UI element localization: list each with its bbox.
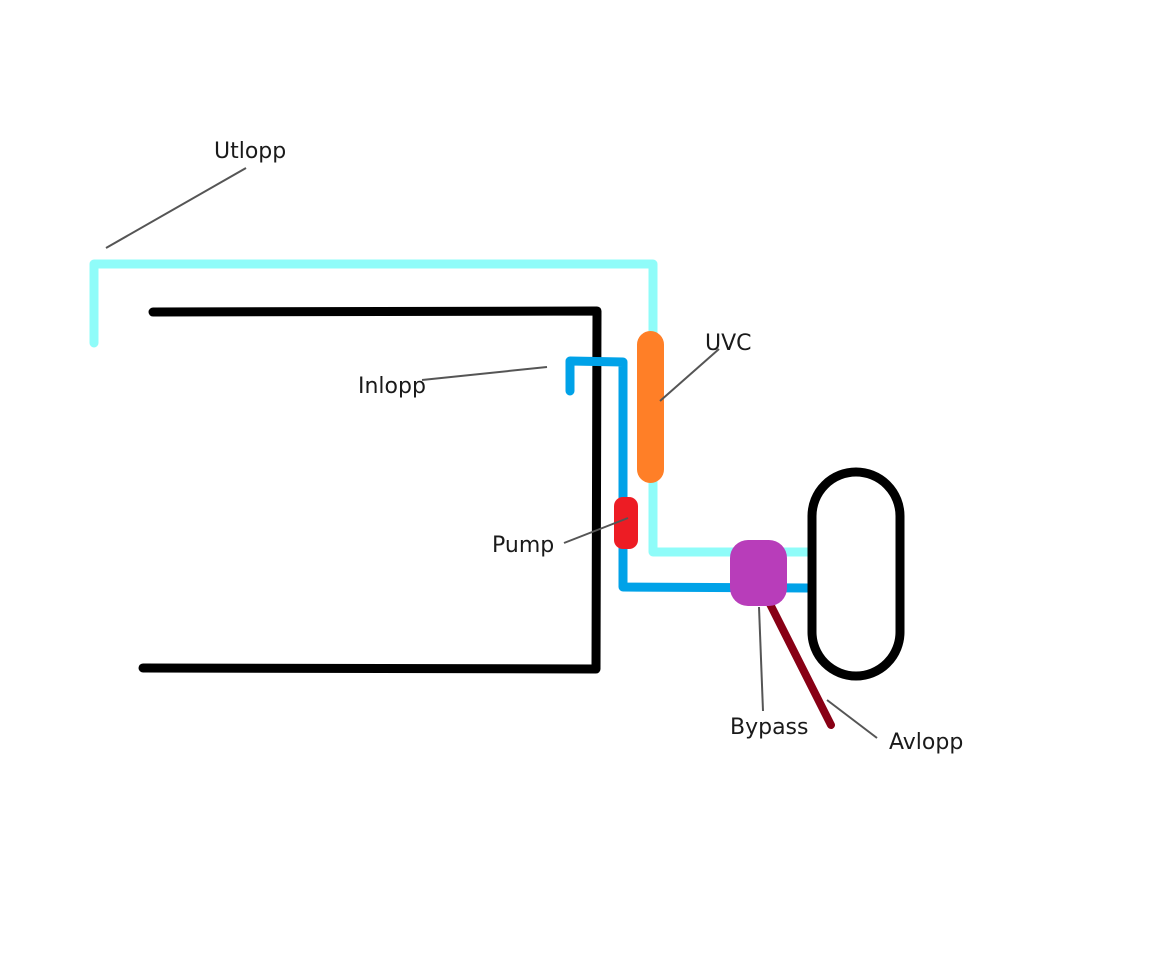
filter-capsule xyxy=(807,467,905,681)
bypass-leader xyxy=(758,606,764,712)
drain-leader xyxy=(826,699,878,739)
outlet-pipe xyxy=(89,259,815,557)
outlet-leader xyxy=(105,167,247,249)
inlet-leader xyxy=(421,366,548,381)
uvc-label: UVC xyxy=(705,331,752,356)
tank-outline xyxy=(138,306,602,674)
pump-unit xyxy=(614,497,638,549)
uvc-leader xyxy=(659,348,720,402)
uvc-unit xyxy=(637,331,664,483)
inlet-pipe xyxy=(565,356,812,593)
inlet-label: Inlopp xyxy=(358,374,426,399)
outlet-label: Utlopp xyxy=(214,139,286,164)
bypass-label: Bypass xyxy=(730,715,808,740)
pump-leader xyxy=(563,517,629,544)
bypass-valve xyxy=(730,540,787,606)
drain-label: Avlopp xyxy=(889,730,963,755)
drain-pipe xyxy=(764,596,835,729)
pump-label: Pump xyxy=(492,533,554,558)
